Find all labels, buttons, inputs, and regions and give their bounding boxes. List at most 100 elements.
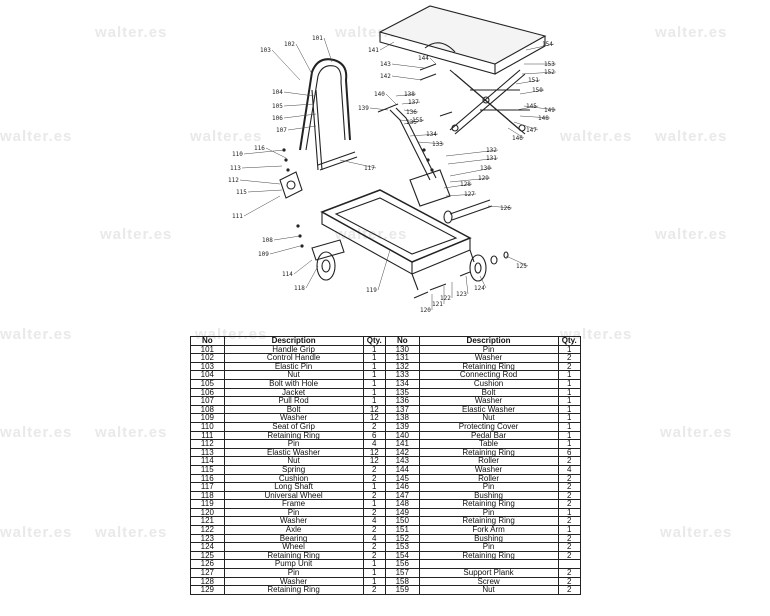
part-qty: 1 [557,421,582,432]
callout-leader-line [519,115,551,119]
part-qty: 1 [557,413,582,423]
part-qty: 1 [362,396,386,406]
part-qty: 1 [362,559,386,570]
part-qty: 4 [362,439,386,449]
callout-leader-line [519,89,545,95]
callout-leader-line [429,57,437,65]
callout-leader-line [403,109,419,113]
part-no: 130 [384,344,420,355]
callout-label: 110 [232,151,243,158]
part-description: Cushion [223,473,364,484]
part-description: Washer [418,396,559,406]
callout-label: 106 [272,115,283,122]
callout-label: 130 [480,165,491,172]
callout-label: 152 [544,69,555,76]
callout-label: 155 [412,117,423,124]
callout-label: 113 [230,165,241,172]
part-qty: 2 [557,550,582,561]
part-qty [557,559,582,570]
callout-leader-line [409,133,439,137]
part-no: 133 [384,370,420,380]
header-no: No [384,336,420,346]
part-qty: 1 [557,370,582,380]
part-description: Pull Rod [223,396,364,406]
part-description: Washer [418,353,559,363]
callout-leader-line [283,113,317,119]
callout-leader-line [479,275,487,289]
callout-leader-line [465,275,469,295]
part-no: 114 [190,456,225,466]
part-qty: 1 [362,344,386,355]
part-no: 134 [384,378,420,389]
part-description: Pin [418,542,559,552]
part-description: Bolt [418,387,559,398]
part-no: 144 [384,464,420,475]
part-no: 148 [384,499,420,509]
part-qty: 2 [557,353,582,363]
callout-label: 120 [420,307,431,314]
callout-label: 103 [260,47,271,54]
part-description: Retaining Ring [223,585,364,595]
callout-label: 133 [432,141,443,148]
callout-label: 107 [276,127,287,134]
part-description: Pump Unit [223,559,364,570]
part-description: Fork Arm [418,525,559,535]
callout-leader-line [521,71,557,75]
part-no: 140 [384,430,420,441]
part-description: Nut [418,585,559,595]
part-description: Elastic Washer [223,447,364,458]
part-no: 106 [190,387,225,398]
callout-leader-line [247,189,283,193]
part-description: Roller [418,456,559,466]
part-no: 136 [384,396,420,406]
part-qty: 4 [362,516,386,527]
callout-leader-line [295,43,313,75]
callout-leader-line [445,193,477,197]
part-qty: 2 [557,542,582,552]
part-qty: 1 [557,396,582,406]
callout-leader-line [449,167,493,177]
part-no: 119 [190,499,225,509]
part-description: Bearing [223,533,364,544]
part-qty: 2 [557,516,582,527]
part-qty: 2 [362,421,386,432]
callout-label: 144 [418,55,429,62]
callout-leader-line [305,265,319,289]
callout-leader-line [283,103,315,107]
part-qty: 12 [362,456,386,466]
part-no: 105 [190,378,225,389]
part-description: Retaining Ring [418,550,559,561]
callout-leader-line [445,149,499,157]
callout-label: 112 [228,177,239,184]
part-no: 143 [384,456,420,466]
handle-drawing [299,58,351,151]
part-description: Bushing [418,533,559,544]
parts-list-table: No Description Qty. No Description Qty. … [190,336,582,595]
part-no: 139 [384,421,420,432]
callout-label: 128 [460,181,471,188]
part-description: Retaining Ring [418,361,559,372]
callout-leader-line [377,249,391,291]
part-description: Pin [418,344,559,355]
callout-label: 126 [500,205,511,212]
callout-leader-line [293,259,313,275]
part-no: 129 [190,585,225,595]
part-no: 146 [384,482,420,492]
part-qty: 2 [557,473,582,484]
callout-leader-line [513,121,539,131]
watermark-text: walter.es [560,128,633,145]
part-no: 158 [384,576,420,587]
part-qty: 2 [557,456,582,466]
part-description: Pin [418,482,559,492]
part-description: Washer [223,576,364,587]
part-description: Jacket [223,387,364,398]
